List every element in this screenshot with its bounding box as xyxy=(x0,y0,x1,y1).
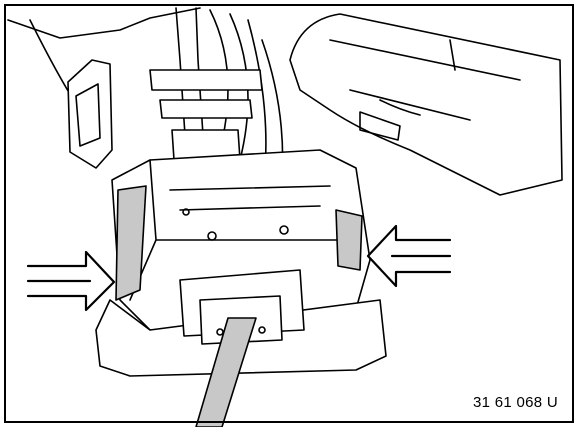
right-bracket xyxy=(289,13,563,196)
wire-harness xyxy=(149,7,284,201)
figure-reference-code: 31 61 068 U xyxy=(472,394,558,411)
screwdriver xyxy=(195,317,257,427)
left-latch xyxy=(115,185,147,301)
right-latch xyxy=(335,209,363,271)
left-arrow xyxy=(26,250,116,312)
figure-border xyxy=(4,4,574,423)
right-arrow xyxy=(366,224,452,288)
